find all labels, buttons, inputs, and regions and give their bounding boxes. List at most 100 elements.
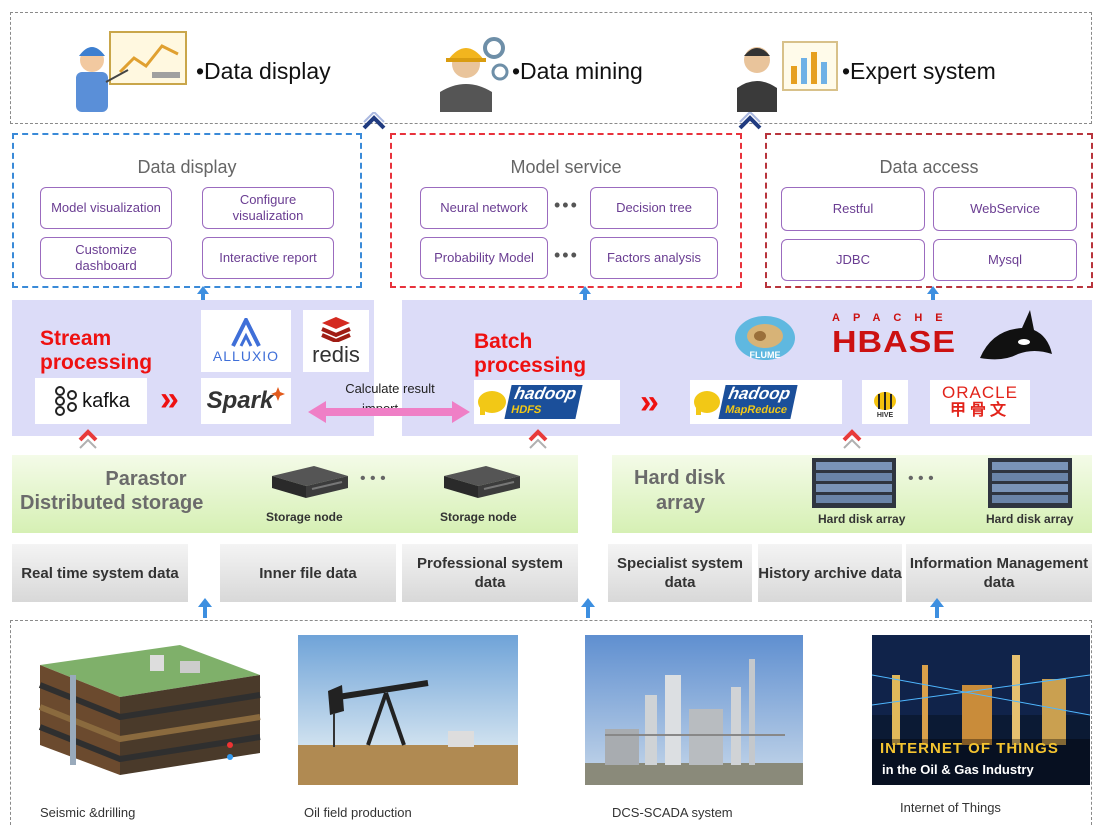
stream-processing-title: Stream processing: [40, 327, 153, 374]
hard-disk-array-label: Hard disk array: [986, 512, 1074, 526]
flume-logo: FLUME: [730, 312, 800, 368]
calculate-result-text: Calculate result: [345, 381, 435, 396]
up-chevron-icon: [362, 112, 386, 130]
application-layer: [10, 12, 1092, 124]
parastor-title: Parastor: [46, 468, 246, 490]
orca-icon: [980, 310, 1052, 360]
up-chevron-icon: [842, 429, 862, 449]
hard-disk-title-line2: array: [656, 492, 705, 514]
model-service-box: Model service Neural network ••• Decisio…: [390, 133, 742, 288]
flume-text: FLUME: [750, 350, 781, 360]
ellipsis: • • •: [360, 470, 386, 487]
alluxio-mark-icon: [231, 318, 261, 347]
iot-overlay-subtitle: in the Oil & Gas Industry: [882, 762, 1034, 777]
kafka-logo: kafka: [35, 378, 147, 424]
parastor-title-line1: Parastor: [105, 468, 187, 490]
expert-system-presenter-icon: [737, 41, 838, 112]
redis-text: redis: [312, 342, 360, 367]
internet-of-things-image: [872, 635, 1090, 785]
hive-text: HIVE: [876, 411, 894, 419]
hadoop-elephant-icon: [694, 391, 720, 415]
alluxio-text: ALLUXIO: [212, 348, 280, 364]
spark-text: Spark: [206, 387, 274, 414]
customize-dashboard-item: Customize dashboard: [40, 237, 172, 279]
oracle-chinese-text: 甲骨文: [949, 402, 1010, 419]
hbase-logo: APACHE HBASE: [832, 312, 977, 364]
source-history-archive-data: History archive data: [758, 544, 902, 602]
hdfs-text: HDFS: [510, 404, 543, 416]
jdbc-item: JDBC: [781, 239, 925, 281]
configure-visualization-item: Configure visualization: [202, 187, 334, 229]
oracle-text: ORACLE: [942, 383, 1018, 402]
storage-node-label: Storage node: [266, 510, 343, 524]
up-chevron-icon: [738, 112, 762, 130]
data-mining-engineer-icon: [440, 37, 509, 112]
data-display-service-box: Data display Model visualization Configu…: [12, 133, 362, 288]
caption-internet-of-things: Internet of Things: [900, 800, 1001, 815]
storage-node-server-icon: [444, 466, 520, 498]
spark-star-icon: [271, 387, 286, 401]
up-arrow-icon: [581, 598, 595, 618]
redis-cube-icon: [321, 317, 351, 342]
oracle-logo: ORACLE 甲骨文: [930, 380, 1030, 424]
seismic-drilling-image: [38, 645, 261, 775]
probability-model-item: Probability Model: [420, 237, 548, 279]
up-arrow-icon: [930, 598, 944, 618]
hard-disk-array-label: Hard disk array: [818, 512, 906, 526]
up-chevron-icon: [528, 429, 548, 449]
ellipsis: • • •: [908, 470, 934, 487]
spark-logo: Spark: [201, 378, 291, 424]
hive-bee-icon: [874, 391, 896, 410]
interactive-report-item: Interactive report: [202, 237, 334, 279]
factors-analysis-item: Factors analysis: [590, 237, 718, 279]
oil-field-production-image: [298, 635, 518, 785]
caption-dcs-scada-system: DCS-SCADA system: [612, 805, 733, 820]
field-data-layer: [10, 620, 1092, 825]
hbase-text: HBASE: [832, 324, 957, 360]
hadoop-hdfs-logo: hadoop HDFS: [474, 380, 620, 424]
source-inner-file-data: Inner file data: [220, 544, 396, 602]
hard-disk-array-rack-icon: [988, 458, 1072, 508]
source-professional-system-data: Professional system data: [402, 544, 578, 602]
data-display-person-icon: [76, 31, 187, 112]
webservice-item: WebService: [933, 187, 1077, 231]
hard-disk-title-line1: Hard disk: [634, 467, 726, 489]
source-specialist-system-data: Specialist system data: [608, 544, 752, 602]
calculate-result-import-label: Calculate result: [330, 380, 450, 398]
app-expert-system: •Expert system: [842, 58, 996, 84]
iot-overlay-title: INTERNET OF THINGS: [880, 740, 1059, 757]
hadoop-elephant-icon: [478, 391, 506, 415]
mapreduce-text: MapReduce: [724, 404, 789, 416]
flume-log-icon: FLUME: [735, 316, 795, 360]
hadoop-text: hadoop: [726, 384, 793, 403]
ellipsis: •••: [554, 245, 579, 265]
hard-disk-array-rack-icon: [812, 458, 896, 508]
caption-seismic-drilling: Seismic &drilling: [40, 805, 136, 820]
distributed-storage-title: Distributed storage: [20, 492, 204, 514]
model-service-title: Model service: [510, 157, 622, 177]
data-display-title: Data display: [137, 157, 237, 177]
storage-node-server-icon: [272, 466, 348, 498]
dcs-scada-plant-image: [585, 635, 803, 785]
hadoop-text: hadoop: [512, 384, 579, 403]
up-chevron-icon: [78, 429, 98, 449]
kafka-text: kafka: [82, 389, 130, 412]
hive-logo: HIVE: [862, 380, 908, 424]
source-real-time-system-data: Real time system data: [12, 544, 188, 602]
up-arrow-icon: [198, 598, 212, 618]
redis-logo: redis: [303, 310, 369, 372]
batch-processing-title: Batch processing: [474, 330, 587, 377]
ellipsis: •••: [554, 195, 579, 215]
app-data-mining: •Data mining: [512, 58, 643, 84]
neural-network-item: Neural network: [420, 187, 548, 229]
data-access-title: Data access: [879, 157, 979, 177]
mysql-item: Mysql: [933, 239, 1077, 281]
model-visualization-item: Model visualization: [40, 187, 172, 229]
alluxio-logo: ALLUXIO: [201, 310, 291, 372]
app-data-display: •Data display: [196, 58, 331, 84]
bidirectional-arrow-icon: [308, 401, 470, 423]
data-access-box: Data access Restful WebService JDBC Mysq…: [765, 133, 1093, 288]
restful-item: Restful: [781, 187, 925, 231]
hadoop-mapreduce-logo: hadoop MapReduce: [690, 380, 842, 424]
kafka-mark-icon: [55, 386, 78, 416]
